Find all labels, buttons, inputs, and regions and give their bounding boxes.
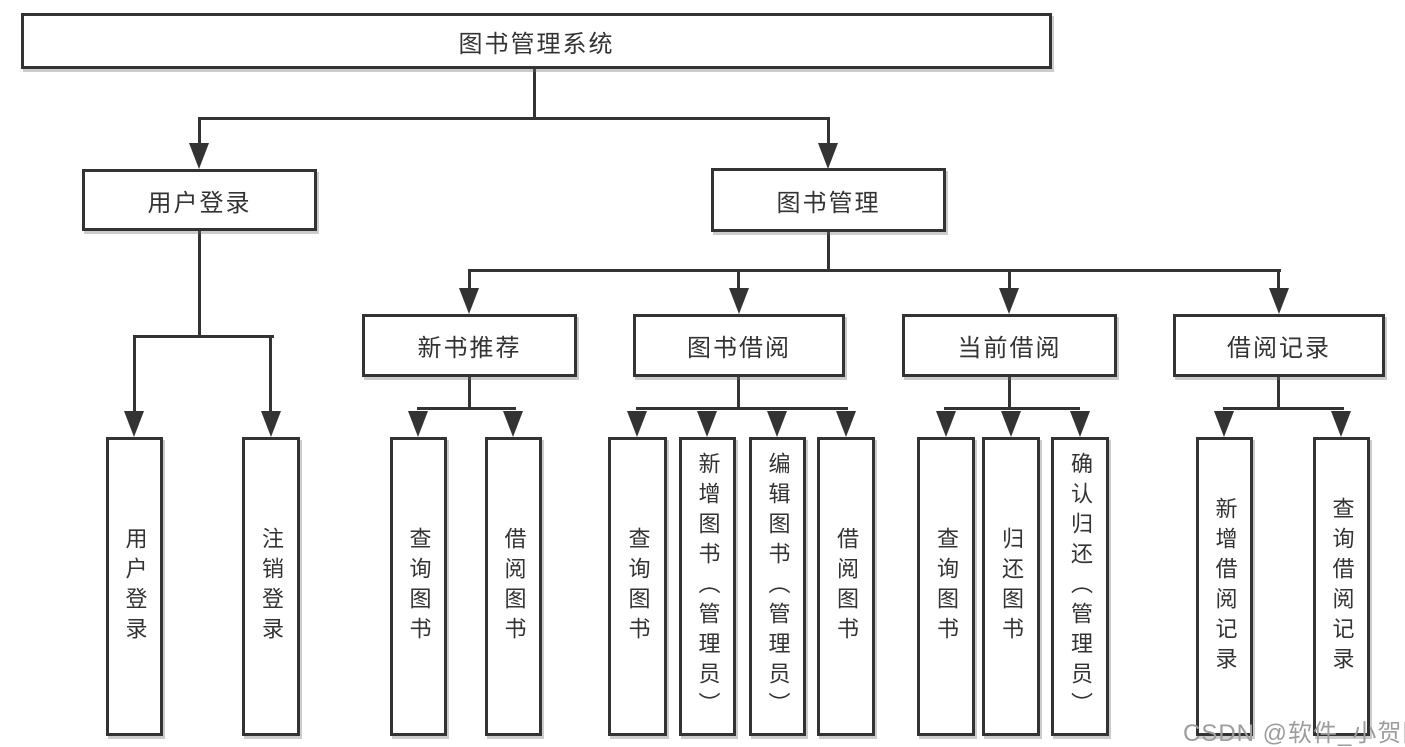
leaf-confirm-return-admin: 确认归还（管理员）: [1051, 437, 1109, 736]
leaf-recommend-borrow-book-label: 借阅图书: [501, 526, 527, 647]
node-book-borrow-label: 图书借阅: [687, 335, 791, 362]
connector-book-management-stem: [827, 232, 830, 272]
leaf-return-book-label: 归还图书: [999, 526, 1024, 647]
node-borrow-record-label: 借阅记录: [1227, 335, 1331, 362]
node-root-system: 图书管理系统: [21, 13, 1052, 69]
leaf-borrow-query-book: 查询图书: [608, 437, 667, 736]
connector-drop-book-management: [827, 117, 830, 145]
leaf-add-borrow-record: 新增借阅记录: [1196, 437, 1253, 736]
arrow-down-icon-leaf-user-login: [124, 411, 144, 437]
connector-book-management-split: [468, 269, 1281, 272]
leaf-edit-book-admin-label: 编辑图书（管理员）: [765, 451, 791, 722]
arrow-down-icon-borrow-query: [627, 411, 647, 437]
connector-new-book-recommend-stem: [468, 377, 471, 410]
connector-current-borrow-split: [944, 407, 1080, 410]
csdn-watermark: CSDN @软件_小贺同学: [1183, 720, 1405, 747]
node-user-login-module: 用户登录: [82, 169, 317, 231]
connector-new-book-recommend-split: [417, 407, 516, 410]
leaf-current-query-book: 查询图书: [917, 437, 975, 736]
leaf-borrow-book-label: 借阅图书: [834, 526, 859, 647]
arrow-down-icon-confirm-return: [1070, 411, 1090, 437]
arrow-down-icon-current-borrow: [999, 288, 1019, 314]
connector-drop-book-borrow: [737, 269, 740, 291]
leaf-recommend-query-book: 查询图书: [390, 437, 447, 736]
leaf-user-login: 用户登录: [106, 437, 163, 736]
connector-drop-borrow-record: [1277, 269, 1280, 291]
leaf-add-book-admin-label: 新增图书（管理员）: [695, 451, 721, 722]
node-borrow-record: 借阅记录: [1173, 314, 1385, 377]
arrow-down-icon-new-book-recommend: [459, 288, 479, 314]
connector-current-borrow-stem: [1008, 377, 1011, 410]
leaf-current-query-book-label: 查询图书: [934, 526, 959, 647]
connector-drop-leaf-logout: [269, 335, 272, 414]
arrow-down-icon-leaf-logout: [261, 411, 281, 437]
node-book-management-module: 图书管理: [711, 168, 946, 232]
arrow-down-icon-add-book: [697, 411, 717, 437]
leaf-borrow-book: 借阅图书: [817, 437, 875, 736]
leaf-user-login-label: 用户登录: [122, 526, 148, 647]
connector-drop-current-borrow: [1008, 269, 1011, 291]
node-user-login-module-label: 用户登录: [147, 189, 252, 217]
connector-drop-new-book-recommend: [468, 269, 471, 291]
leaf-query-borrow-record-label: 查询借阅记录: [1329, 496, 1355, 677]
connector-root-split: [198, 117, 830, 120]
arrow-down-icon-book-management: [818, 143, 838, 169]
connector-user-login-split: [133, 335, 274, 338]
node-new-book-recommend-label: 新书推荐: [417, 335, 522, 362]
arrow-down-icon-query-record: [1331, 411, 1351, 437]
arrow-down-icon-add-record: [1214, 411, 1234, 437]
connector-drop-leaf-user-login: [133, 335, 136, 414]
arrow-down-icon-edit-book: [767, 411, 787, 437]
arrow-down-icon-recommend-query: [408, 411, 428, 437]
arrow-down-icon-current-query: [936, 411, 956, 437]
arrow-down-icon-return-book: [1001, 411, 1021, 437]
leaf-add-book-admin: 新增图书（管理员）: [679, 437, 736, 736]
node-current-borrow: 当前借阅: [902, 314, 1117, 377]
leaf-logout: 注销登录: [242, 437, 300, 736]
leaf-borrow-query-book-label: 查询图书: [625, 526, 651, 647]
node-book-borrow: 图书借阅: [633, 314, 845, 377]
node-book-management-module-label: 图书管理: [776, 189, 881, 217]
leaf-add-borrow-record-label: 新增借阅记录: [1212, 496, 1238, 677]
arrow-down-icon-borrow-book: [836, 411, 856, 437]
connector-book-borrow-stem: [737, 377, 740, 410]
node-current-borrow-label: 当前借阅: [957, 335, 1062, 362]
arrow-down-icon-borrow-record: [1269, 288, 1289, 314]
connector-user-login-stem: [198, 231, 201, 338]
arrow-down-icon-user-login: [189, 143, 209, 169]
leaf-recommend-query-book-label: 查询图书: [406, 526, 432, 647]
arrow-down-icon-book-borrow: [729, 288, 749, 314]
connector-borrow-record-split: [1223, 407, 1344, 410]
leaf-edit-book-admin: 编辑图书（管理员）: [749, 437, 806, 736]
leaf-logout-label: 注销登录: [259, 526, 284, 647]
connector-root-stem: [533, 66, 536, 120]
leaf-confirm-return-admin-label: 确认归还（管理员）: [1068, 451, 1093, 722]
connector-book-borrow-split: [636, 407, 848, 410]
leaf-return-book: 归还图书: [982, 437, 1040, 736]
node-new-book-recommend: 新书推荐: [362, 314, 577, 377]
leaf-recommend-borrow-book: 借阅图书: [485, 437, 542, 736]
connector-drop-user-login: [198, 117, 201, 145]
leaf-query-borrow-record: 查询借阅记录: [1313, 437, 1370, 736]
connector-borrow-record-stem: [1277, 377, 1280, 410]
node-root-system-label: 图书管理系统: [458, 30, 615, 58]
arrow-down-icon-recommend-borrow: [503, 411, 523, 437]
